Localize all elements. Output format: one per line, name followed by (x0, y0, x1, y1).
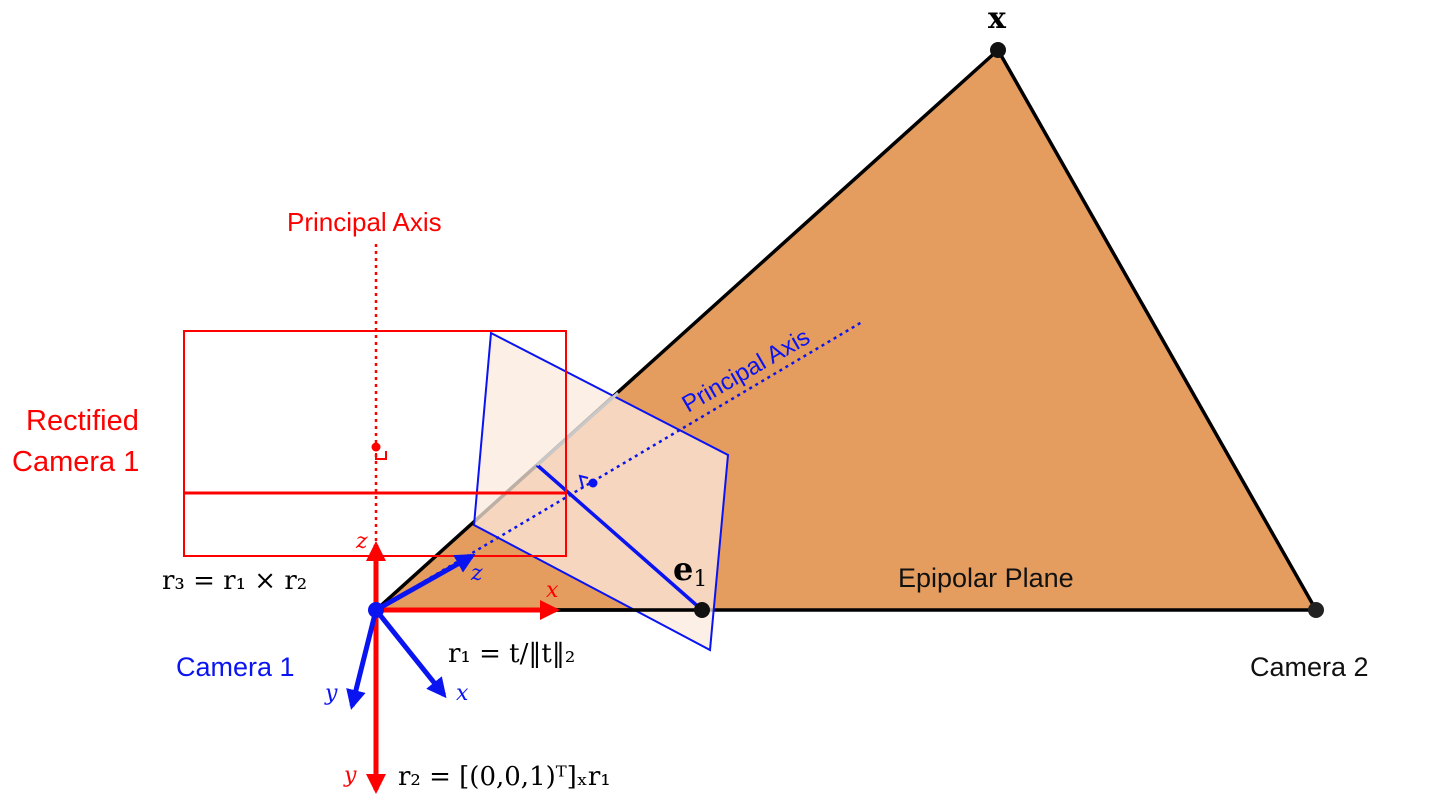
red-principal-axis-label: Principal Axis (287, 207, 442, 237)
world-point-x (990, 42, 1006, 58)
blue-z-axis-arrow (374, 553, 476, 613)
plane-edge-upper (536, 391, 619, 467)
camera1-label: Camera 1 (176, 652, 295, 682)
blue-x-axis-arrow (374, 608, 447, 699)
red-x-axis-label: x (546, 578, 559, 603)
blue-principal-axis (375, 320, 863, 612)
epipolar-plane-label: Epipolar Plane (898, 563, 1074, 593)
blue-x-axis-label: x (456, 681, 469, 706)
blue-y-axis-arrow (346, 609, 379, 710)
epipole-label: e1 (673, 550, 707, 592)
camera1-center (368, 602, 384, 618)
point-x-label: x (988, 1, 1007, 36)
red-principal-point (371, 442, 381, 452)
red-z-axis-label: z (355, 529, 368, 554)
r1-equation: r₁ = t/‖t‖₂ (448, 639, 575, 669)
r2-equation: r₂ = [(0,0,1)ᵀ]ₓr₁ (398, 762, 611, 792)
rectified-camera-label-line2: Camera 1 (12, 446, 139, 478)
epipolar-line (535, 463, 704, 612)
camera2-label: Camera 2 (1250, 652, 1369, 682)
rectified-camera-label-line1: Rectified (26, 405, 139, 437)
red-y-axis-label: y (343, 763, 357, 788)
epipole-point (694, 602, 710, 618)
blue-principal-point (588, 478, 598, 488)
r3-equation: r₃ = r₁ × r₂ (162, 566, 307, 596)
blue-y-axis-label: y (324, 681, 338, 706)
camera2-center (1308, 602, 1324, 618)
blue-z-axis-label: z (470, 561, 483, 586)
camera1-image-plane (472, 331, 730, 652)
blue-right-angle-marker (578, 474, 589, 489)
red-right-angle-marker (375, 451, 387, 460)
